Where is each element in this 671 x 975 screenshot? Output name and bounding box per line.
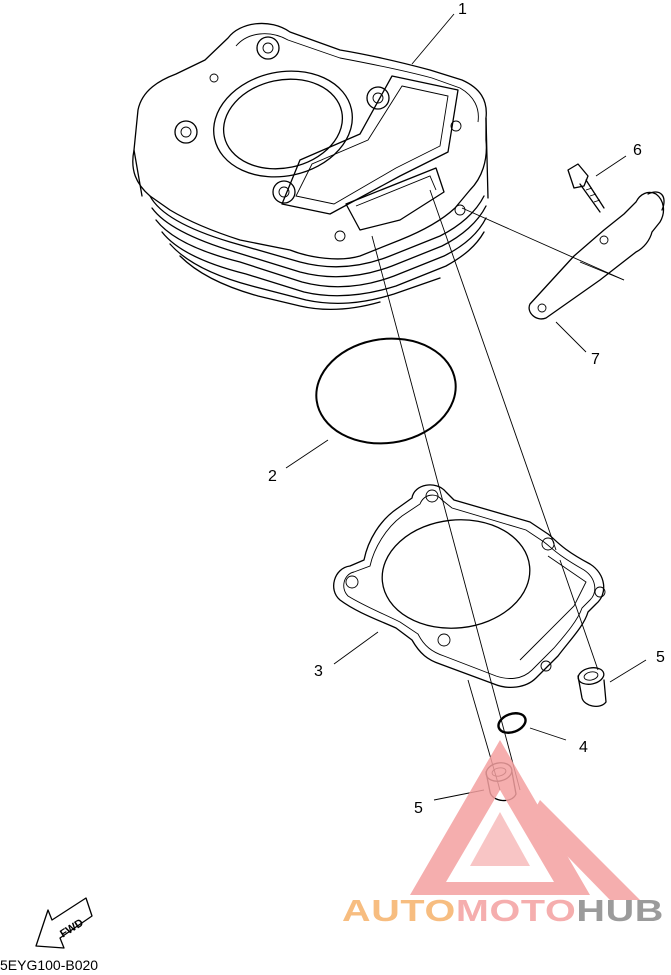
dowel-pin-upper-part xyxy=(577,667,607,708)
callout-5-upper: 5 xyxy=(656,649,665,666)
fwd-arrow-icon: FWD xyxy=(35,897,93,949)
leader-lines xyxy=(285,13,647,801)
callout-2: 2 xyxy=(268,468,277,485)
callout-3: 3 xyxy=(314,663,323,680)
bolt-part xyxy=(567,163,605,213)
cylinder-gasket-part xyxy=(333,484,606,689)
callout-7: 7 xyxy=(591,351,600,368)
diagram-code: 5EYG100-B020 xyxy=(0,957,99,973)
watermark-hub: HUB xyxy=(576,893,664,928)
callout-1: 1 xyxy=(458,1,467,18)
bracket-part xyxy=(528,191,665,320)
fwd-label: FWD xyxy=(58,917,86,940)
watermark-auto: AUTO xyxy=(342,893,456,928)
o-ring-part xyxy=(315,337,457,445)
cylinder-part xyxy=(132,22,489,311)
small-o-ring-part xyxy=(497,712,527,734)
watermark-moto: MOTO xyxy=(456,893,576,928)
callout-4: 4 xyxy=(579,739,588,756)
callout-5-lower: 5 xyxy=(414,800,423,817)
callout-6: 6 xyxy=(633,142,642,159)
